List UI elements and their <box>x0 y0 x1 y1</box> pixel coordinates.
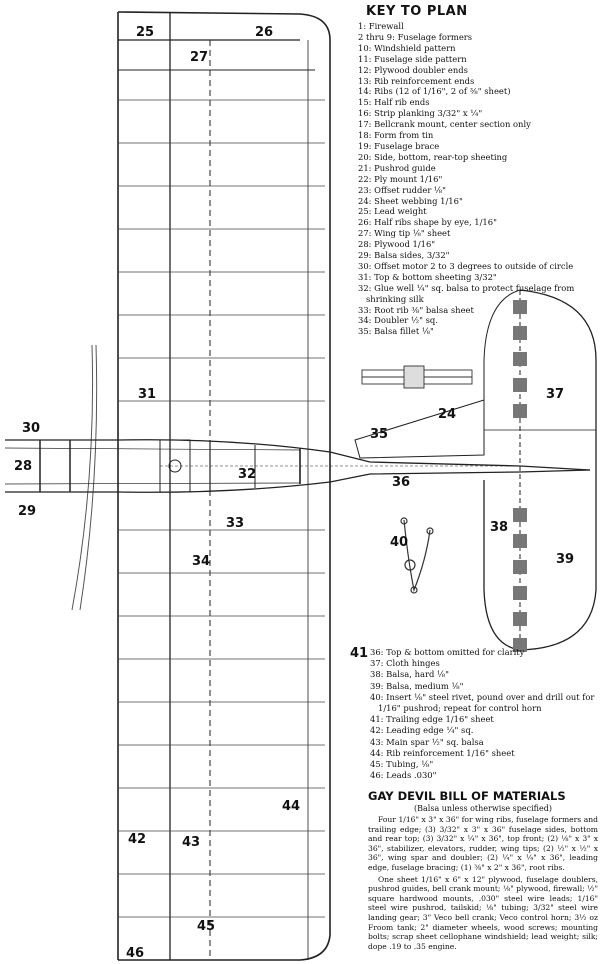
callout-29: 29 <box>18 504 36 519</box>
callout-41: 41 <box>350 646 368 661</box>
key-item: 15: Half rib ends <box>358 97 430 108</box>
key2-item: 44: Rib reinforcement 1/16" sheet <box>370 747 515 758</box>
key-item: 12: Plywood doubler ends <box>358 64 468 75</box>
callout-34: 34 <box>192 554 210 569</box>
callout-45: 45 <box>197 919 215 934</box>
bom-subtitle: (Balsa unless otherwise specified) <box>414 804 552 813</box>
key2-item: 36: Top & bottom omitted for clarity <box>370 647 525 657</box>
fuselage <box>4 439 591 493</box>
key2-item: 39: Balsa, medium ⅛" <box>370 680 464 691</box>
detail-40-bellcrank <box>400 517 434 594</box>
callout-30: 30 <box>22 421 40 436</box>
key-item: 21: Pushrod guide <box>358 162 436 173</box>
callout-24: 24 <box>438 407 456 422</box>
hinge-block <box>513 404 527 418</box>
key-item: 26: Half ribs shape by eye, 1/16" <box>358 217 497 228</box>
callout-labels: 25 26 27 24 28 29 30 31 32 33 34 35 36 3… <box>14 25 574 961</box>
key2-item: 40: Insert ⅛" steel rivet, pound over an… <box>370 691 595 714</box>
hinge-block <box>513 534 527 548</box>
callout-32: 32 <box>238 467 256 482</box>
hinge-block <box>513 638 527 652</box>
key-item: 1: Firewall <box>358 21 404 31</box>
key-item: 33: Root rib ⅜" balsa sheet <box>358 304 474 315</box>
callout-44: 44 <box>282 799 300 814</box>
callout-35: 35 <box>370 427 388 442</box>
callout-28: 28 <box>14 459 32 474</box>
callout-37: 37 <box>546 387 564 402</box>
bom-paragraph-2: One sheet 1/16" x 6" x 12" plywood, fuse… <box>368 874 598 951</box>
callout-46: 46 <box>126 946 144 961</box>
callout-38: 38 <box>490 520 508 535</box>
key-item: 22: Ply mount 1/16" <box>358 173 443 184</box>
key-item: 29: Balsa sides, 3/32" <box>358 250 450 261</box>
hinge-block <box>513 586 527 600</box>
bom-title: GAY DEVIL BILL OF MATERIALS <box>368 789 566 803</box>
key-item: 32: Glue well ¼" sq. balsa to protect fu… <box>358 282 575 304</box>
key-item: 35: Balsa fillet ⅛" <box>358 326 434 337</box>
hinge-block <box>513 300 527 314</box>
callout-26: 26 <box>255 25 273 40</box>
key-item: 34: Doubler ½" sq. <box>358 315 438 326</box>
key2-item: 46: Leads .030" <box>370 770 437 781</box>
hinge-block <box>513 352 527 366</box>
key-item: 25: Lead weight <box>358 206 427 217</box>
key2-item: 41: Trailing edge 1/16" sheet <box>370 714 494 725</box>
key-item: 18: Form from tin <box>358 130 434 141</box>
callout-39: 39 <box>556 552 574 567</box>
callout-33: 33 <box>226 516 244 531</box>
key-item: 11: Fuselage side pattern <box>358 53 467 64</box>
wing-outline <box>117 11 331 961</box>
wing-ribs <box>118 99 325 918</box>
callout-43: 43 <box>182 835 200 850</box>
bom-paragraph-1: Four 1/16" x 3" x 36" for wing ribs, fus… <box>368 815 598 872</box>
key-item: 31: Top & bottom sheeting 3/32" <box>358 271 497 282</box>
hinge-block <box>513 612 527 626</box>
key-item: 10: Windshield pattern <box>358 42 456 53</box>
callout-31: 31 <box>138 387 156 402</box>
callout-25: 25 <box>136 25 154 40</box>
callout-42: 42 <box>128 832 146 847</box>
key-item: 19: Fuselage brace <box>358 140 440 151</box>
wing-tip-top <box>118 39 315 71</box>
callout-27: 27 <box>190 50 208 65</box>
key2-item: 38: Balsa, hard ⅛" <box>370 669 449 680</box>
key-item: 17: Bellcrank mount, center section only <box>358 119 531 130</box>
hinge-block <box>513 560 527 574</box>
hinge-block <box>513 508 527 522</box>
key-item: 27: Wing tip ⅛" sheet <box>358 228 451 239</box>
key2-item: 42: Leading edge ¼" sq. <box>370 725 474 736</box>
key-item: 2 thru 9: Fuselage formers <box>358 31 473 42</box>
hinge-block <box>513 326 527 340</box>
key-item: 30: Offset motor 2 to 3 degrees to outsi… <box>358 260 574 271</box>
key-item: 23: Offset rudder ⅛" <box>358 184 446 195</box>
leading-edge-wire <box>71 344 98 611</box>
hinge-block <box>513 378 527 392</box>
key-title: KEY TO PLAN <box>366 4 468 19</box>
stabilizer <box>354 289 597 651</box>
callout-36: 36 <box>392 475 410 490</box>
key-item: 28: Plywood 1/16" <box>358 239 436 250</box>
key2-item: 45: Tubing, ⅛" <box>370 759 434 770</box>
cloth-hinges <box>513 300 527 652</box>
key-item: 16: Strip planking 3/32" x ¼" <box>358 108 483 119</box>
key2-item: 37: Cloth hinges <box>370 658 440 669</box>
key2-item: 43: Main spar ½" sq. balsa <box>370 736 484 747</box>
key-item: 13: Rib reinforcement ends <box>358 75 475 86</box>
key-item: 24: Sheet webbing 1/16" <box>358 195 463 206</box>
key-item: 14: Ribs (12 of 1/16", 2 of ⅜" sheet) <box>358 86 511 97</box>
bill-of-materials: GAY DEVIL BILL OF MATERIALS (Balsa unles… <box>368 789 598 953</box>
key-item: 20: Side, bottom, rear-top sheeting <box>358 151 508 162</box>
detail-24-sheet-webbing <box>361 365 473 389</box>
callout-40: 40 <box>390 535 408 550</box>
